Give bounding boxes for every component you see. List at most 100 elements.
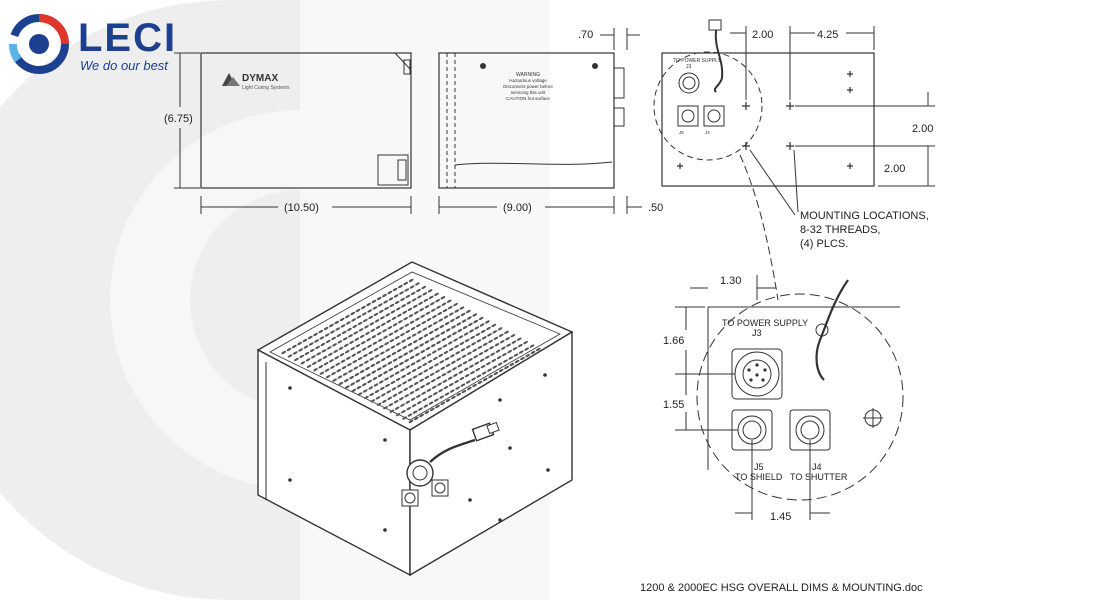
detail-j3-connector-inner (742, 359, 772, 389)
svg-text:CAUTION hot surface: CAUTION hot surface (506, 96, 550, 101)
vent-hole (429, 337, 435, 341)
vent-hole (364, 360, 369, 364)
vent-hole (403, 317, 409, 321)
vent-hole (447, 376, 453, 380)
vent-hole (323, 362, 329, 366)
vent-hole (332, 343, 337, 347)
vent-hole (445, 363, 451, 367)
vent-hole (369, 392, 375, 397)
vent-hole (351, 353, 357, 357)
vent-hole (474, 361, 480, 365)
vent-hole (460, 348, 466, 352)
vent-hole (386, 390, 392, 394)
detail-dim-bottom-label: 1.45 (770, 511, 791, 523)
vent-hole (356, 315, 362, 319)
vent-hole (331, 371, 336, 376)
vent-hole (438, 388, 444, 393)
vent-hole (318, 365, 324, 369)
detail-mount-cross-icon (863, 408, 883, 428)
vent-hole (388, 367, 394, 372)
vent-hole (422, 327, 428, 331)
vent-hole (439, 324, 445, 329)
vent-hole (447, 341, 453, 345)
offset-top-label: .70 (578, 29, 593, 41)
vent-hole (390, 345, 396, 349)
vent-hole (353, 331, 359, 335)
vent-hole (512, 346, 518, 351)
vent-hole (378, 380, 384, 384)
vent-hole (400, 297, 405, 302)
vent-hole (465, 345, 471, 349)
vent-hole (368, 386, 374, 390)
vent-hole (438, 318, 444, 322)
vent-hole (494, 343, 500, 347)
vent-hole (376, 332, 382, 336)
vent-hole (451, 360, 456, 364)
vent-hole (367, 344, 372, 348)
vent-hole (359, 334, 365, 338)
vent-hole (443, 315, 449, 319)
vent-hole (482, 342, 488, 346)
vent-hole (319, 371, 325, 375)
vent-hole (517, 343, 523, 348)
vent-hole (435, 404, 440, 409)
vent-hole (456, 322, 462, 326)
vent-hole (477, 345, 483, 349)
vent-hole (375, 396, 381, 400)
vent-hole (306, 364, 312, 368)
mount-cross-icon (742, 142, 750, 150)
vent-hole (330, 330, 335, 334)
vent-hole (390, 310, 396, 314)
vent-hole (393, 400, 399, 404)
vent-hole (388, 403, 394, 407)
vent-hole (427, 289, 433, 293)
side-width-label: (9.00) (503, 202, 532, 214)
vent-hole (300, 361, 306, 365)
rear-panel-outline (661, 52, 875, 187)
vent-hole (329, 323, 334, 328)
vent-hole (379, 386, 385, 391)
vent-hole (490, 352, 496, 356)
vent-hole (487, 368, 492, 372)
vent-hole (435, 334, 440, 338)
vent-hole (437, 311, 443, 316)
vent-hole (344, 385, 350, 389)
vent-hole (418, 372, 423, 376)
mount-cross-icon (786, 102, 794, 110)
vent-hole (433, 321, 438, 325)
vent-hole (430, 379, 436, 383)
vent-hole (472, 348, 478, 352)
vent-hole (524, 347, 530, 351)
vent-hole (460, 312, 466, 317)
vent-hole (420, 349, 426, 354)
vent-hole (312, 361, 317, 365)
vent-hole (471, 377, 476, 381)
detail-j4-id: J4 (812, 462, 822, 472)
svg-text:Hazardous voltage: Hazardous voltage (509, 78, 547, 83)
vent-hole (391, 387, 397, 391)
vent-hole (426, 317, 432, 322)
vent-hole (410, 397, 416, 401)
vent-hole (370, 399, 376, 403)
vent-hole (340, 324, 346, 328)
vent-hole (401, 339, 406, 343)
vent-hole (415, 352, 420, 357)
vent-hole (412, 375, 418, 379)
vent-hole (396, 348, 402, 353)
side-view: WARNING Hazardous voltage Disconnect pow… (438, 28, 663, 214)
vent-hole (433, 356, 438, 361)
vent-hole (424, 410, 430, 415)
vent-hole (439, 395, 445, 399)
vent-hole (389, 374, 395, 378)
brand-name: LECI (78, 16, 178, 60)
vent-hole (325, 339, 331, 344)
vent-hole (411, 298, 417, 302)
vent-hole (347, 362, 352, 367)
vent-hole (370, 363, 376, 368)
vent-hole (407, 378, 413, 382)
vent-hole (442, 379, 448, 383)
vent-hole (420, 314, 426, 318)
mount-cross-icon (677, 163, 683, 169)
vent-hole (394, 335, 400, 340)
vent-hole (350, 311, 356, 316)
